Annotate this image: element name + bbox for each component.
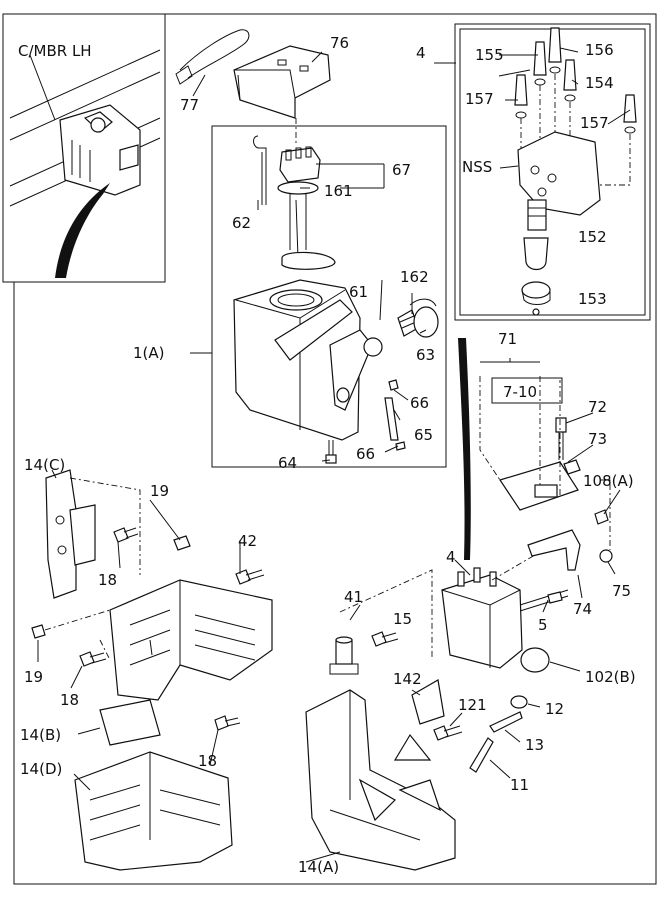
location-inset xyxy=(2,13,166,283)
label-66-lower: 66 xyxy=(356,445,375,463)
cap-63 xyxy=(409,298,439,338)
label-14c: 14(C) xyxy=(24,456,65,474)
label-154: 154 xyxy=(585,74,614,92)
label-18-mid: 18 xyxy=(60,691,79,709)
label-62: 62 xyxy=(232,214,251,232)
label-7-10: 7-10 xyxy=(503,383,537,401)
label-nss: NSS xyxy=(462,158,492,176)
tank-box xyxy=(211,125,447,468)
label-61: 61 xyxy=(349,283,368,301)
label-14a: 14(A) xyxy=(298,858,339,876)
label-4-top: 4 xyxy=(416,44,426,62)
label-75: 75 xyxy=(612,582,631,600)
label-161: 161 xyxy=(324,182,353,200)
label-19-top: 19 xyxy=(150,482,169,500)
washer-12 xyxy=(510,695,528,709)
bracket-14c xyxy=(45,469,141,599)
label-4-mid: 4 xyxy=(446,548,456,566)
label-153: 153 xyxy=(578,290,607,308)
label-42: 42 xyxy=(238,532,257,550)
label-14d: 14(D) xyxy=(20,760,62,778)
valve-41 xyxy=(329,636,359,675)
label-142: 142 xyxy=(393,670,422,688)
strainer-162 xyxy=(397,309,419,337)
label-73: 73 xyxy=(588,430,607,448)
label-102b: 102(B) xyxy=(585,668,636,686)
label-74: 74 xyxy=(573,600,592,618)
label-121: 121 xyxy=(458,696,487,714)
tank-61 xyxy=(233,279,383,441)
bolt-121 xyxy=(433,725,463,741)
label-77: 77 xyxy=(180,96,199,114)
label-156: 156 xyxy=(585,41,614,59)
band-77 xyxy=(175,29,250,85)
bracket-14d xyxy=(74,751,233,871)
label-c-mbr-lh: C/MBR LH xyxy=(18,42,92,60)
cover-76 xyxy=(233,45,331,119)
label-152: 152 xyxy=(578,228,607,246)
label-15: 15 xyxy=(393,610,412,628)
nut-19-top xyxy=(173,535,191,551)
clamp-13 xyxy=(489,711,523,733)
label-72: 72 xyxy=(588,398,607,416)
main-frame xyxy=(44,579,273,746)
nut-19-left xyxy=(31,624,46,639)
label-66-upper: 66 xyxy=(410,394,429,412)
bolt-64 xyxy=(325,440,337,464)
guide-lines xyxy=(491,380,611,581)
pump-4-mid xyxy=(441,567,569,673)
rod-11 xyxy=(469,737,494,773)
bolt-18-low xyxy=(214,715,241,731)
label-76: 76 xyxy=(330,34,349,52)
bolt-18-top xyxy=(113,527,139,543)
label-63: 63 xyxy=(416,346,435,364)
ref-box-7-10 xyxy=(491,377,563,404)
bracket-71 xyxy=(479,376,613,571)
bracket-14a xyxy=(305,569,456,871)
label-11: 11 xyxy=(510,776,529,794)
rod-65 xyxy=(384,379,406,451)
label-67: 67 xyxy=(392,161,411,179)
bolt-18-mid xyxy=(79,651,107,667)
label-13: 13 xyxy=(525,736,544,754)
label-64: 64 xyxy=(278,454,297,472)
label-18-top: 18 xyxy=(98,571,117,589)
label-5: 5 xyxy=(538,616,548,634)
label-41: 41 xyxy=(344,588,363,606)
label-157-right: 157 xyxy=(580,114,609,132)
bolt-15 xyxy=(371,631,399,647)
plate-142 xyxy=(411,679,445,725)
pump-parts xyxy=(514,27,637,316)
label-162: 162 xyxy=(400,268,429,286)
label-1a: 1(A) xyxy=(133,344,165,362)
label-19-left: 19 xyxy=(24,668,43,686)
label-12: 12 xyxy=(545,700,564,718)
dipstick-62 xyxy=(253,135,267,205)
label-71: 71 xyxy=(498,330,517,348)
leader-lines xyxy=(29,47,631,863)
label-155: 155 xyxy=(475,46,504,64)
label-157-left: 157 xyxy=(465,90,494,108)
label-108a: 108(A) xyxy=(583,472,634,490)
label-14b: 14(B) xyxy=(20,726,61,744)
leader-wedge xyxy=(55,183,110,278)
leader-wedge-tank xyxy=(458,338,471,560)
label-18-low: 18 xyxy=(198,752,217,770)
label-65: 65 xyxy=(414,426,433,444)
gauge-67 xyxy=(277,146,336,270)
